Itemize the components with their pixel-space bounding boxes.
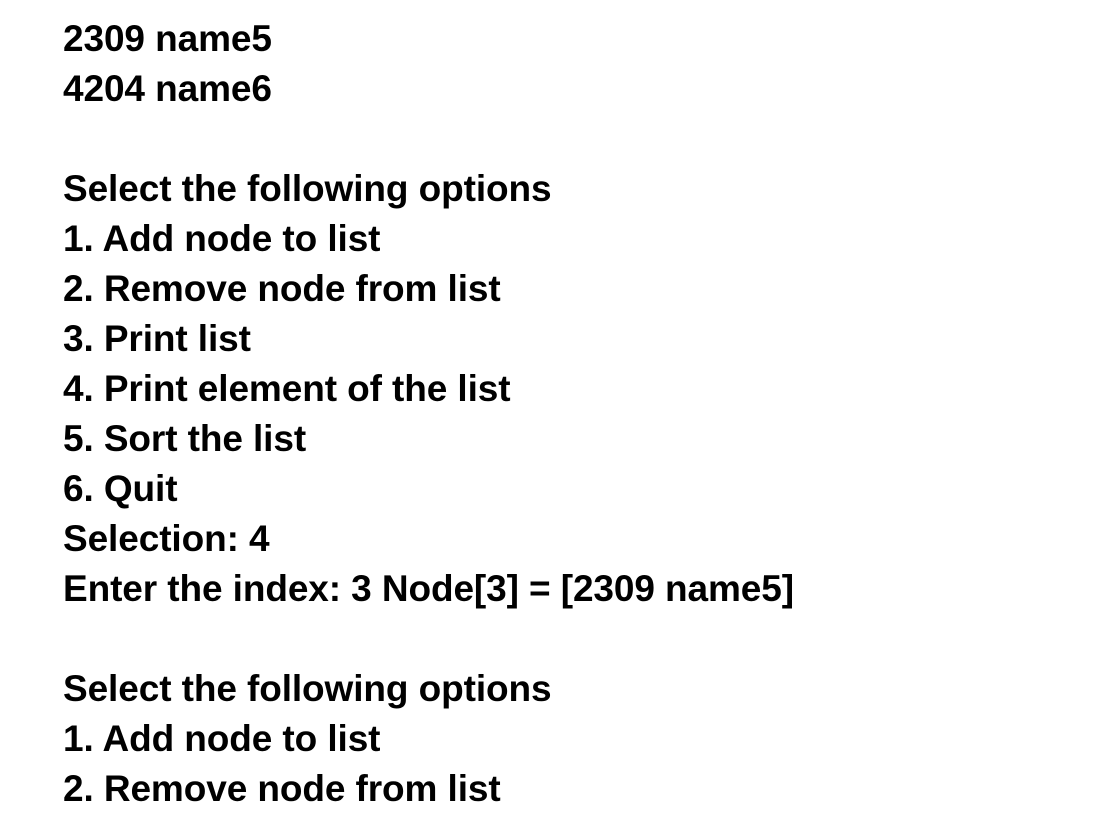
console-line-menu-2-option-1: 1. Add node to list	[63, 718, 381, 759]
console-line-menu-2-option-2: 2. Remove node from list	[63, 768, 501, 809]
console-line-menu-1-option-4: 4. Print element of the list	[63, 368, 511, 409]
console-line-menu-2-prompt: Select the following options	[63, 668, 552, 709]
console-line-menu-1-option-3: 3. Print list	[63, 318, 251, 359]
console-line-menu-1-prompt: Select the following options	[63, 168, 552, 209]
console-blank-line	[63, 614, 64, 664]
console-line-index-prompt-result: Enter the index: 3 Node[3] = [2309 name5…	[63, 568, 794, 609]
console-line-menu-1-selection: Selection: 4	[63, 518, 270, 559]
console-line-menu-1-option-5: 5. Sort the list	[63, 418, 307, 459]
console-line-menu-1-option-1: 1. Add node to list	[63, 218, 381, 259]
console-line-node-entry-5: 2309 name5	[63, 18, 272, 59]
console-blank-line	[63, 114, 64, 164]
console-line-node-entry-6: 4204 name6	[63, 68, 272, 109]
console-line-menu-1-option-6: 6. Quit	[63, 468, 178, 509]
console-line-menu-1-option-2: 2. Remove node from list	[63, 268, 501, 309]
